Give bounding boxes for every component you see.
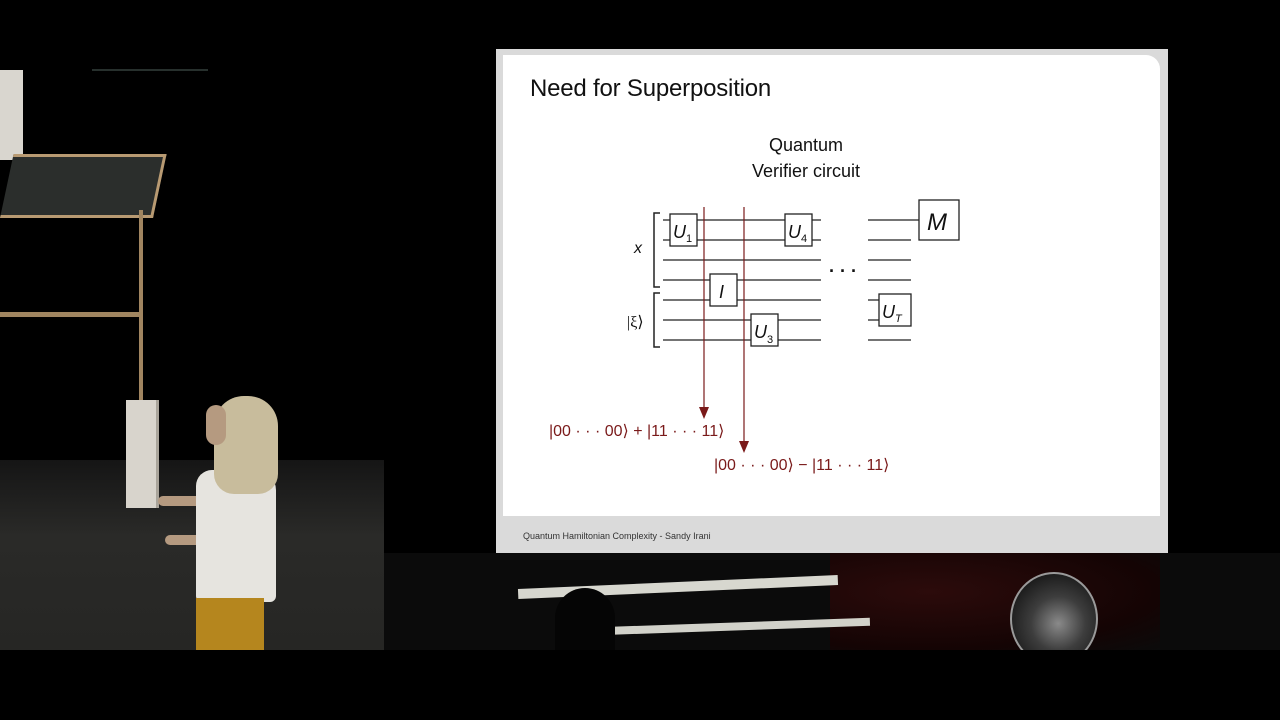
input-label-x: x xyxy=(633,240,643,257)
arrow-head-icon xyxy=(739,441,749,453)
circuit-ellipsis: · · · xyxy=(829,261,857,281)
presenter-arm xyxy=(158,496,208,506)
minus-superposition-state: |00 · · · 00⟩ − |11 · · · 11⟩ xyxy=(714,457,890,474)
input-brackets xyxy=(653,212,660,348)
stage-floor xyxy=(0,460,384,650)
letterbox-bar xyxy=(0,650,1280,720)
gate-ut-label: UT xyxy=(882,302,903,325)
stage-curtain xyxy=(830,553,1160,650)
slide-title: Need for Superposition xyxy=(530,75,772,102)
audience-head xyxy=(555,588,615,650)
easel-paper xyxy=(0,70,23,160)
circuit-caption-line1: Quantum xyxy=(768,135,844,155)
arrow-head-icon xyxy=(699,407,709,419)
stage-light-strip xyxy=(92,69,208,71)
circuit-caption-line2: Verifier circuit xyxy=(751,161,861,181)
standing-sign xyxy=(126,400,159,508)
chalkboard xyxy=(0,154,167,218)
gate-identity-label: I xyxy=(719,282,724,302)
measure-gate-label: M xyxy=(927,209,947,236)
gate-labels: U1 I U3 U4 UT M x xyxy=(633,209,947,346)
presenter-arm xyxy=(165,535,209,545)
time-slice-arrows xyxy=(703,207,745,441)
gate-u3-label: U3 xyxy=(754,322,773,346)
slide-body: Need for Superposition Quantum Verifier … xyxy=(503,55,1160,516)
easel-leg xyxy=(139,210,143,410)
projected-slide: Need for Superposition Quantum Verifier … xyxy=(496,49,1168,553)
presenter-skirt xyxy=(196,598,264,650)
gate-boxes xyxy=(669,199,960,347)
gate-u4-label: U4 xyxy=(788,222,807,245)
gate-u1-label: U1 xyxy=(673,222,692,245)
verifier-circuit-diagram: U1 I U3 U4 UT M x |ξ⟩ · · · xyxy=(627,199,960,453)
plus-superposition-state: |00 · · · 00⟩ + |11 · · · 11⟩ xyxy=(549,423,725,440)
input-label-witness: |ξ⟩ xyxy=(627,314,644,331)
presenter-face xyxy=(206,405,226,445)
slide-footer: Quantum Hamiltonian Complexity - Sandy I… xyxy=(523,531,711,541)
easel-crossbar xyxy=(0,312,140,317)
